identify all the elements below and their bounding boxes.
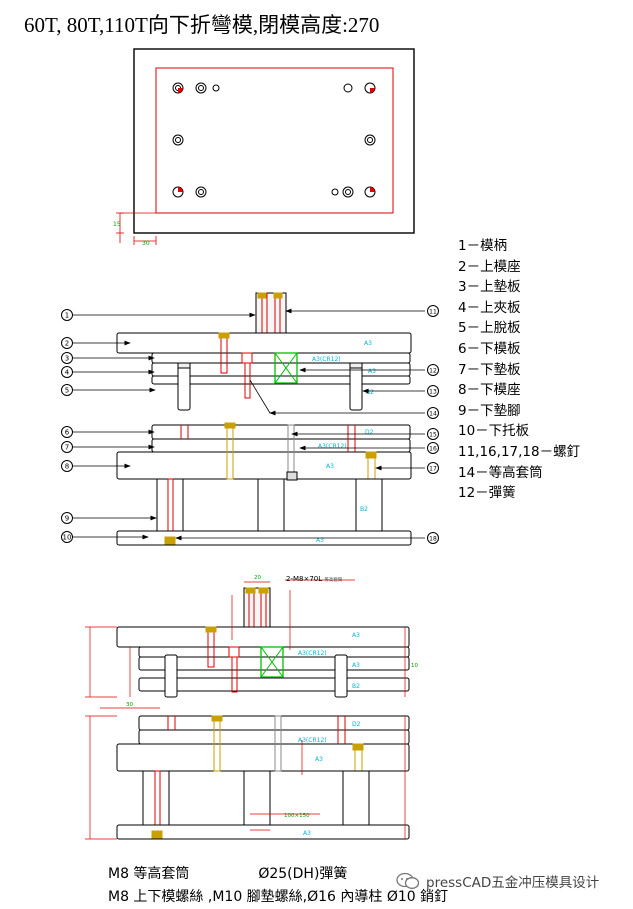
lower-backing-plate [151,438,411,453]
plan-dim-30: 30 [142,240,150,247]
legend-item: 4－上夾板 [458,299,521,316]
legend-item: 12－彈簧 [458,485,516,502]
section-view-dimensioned: A3 A3(CR12) A3 B2 D2 A3(CR12) A3 A3 [116,587,410,840]
legend-item: 3－上墊板 [458,279,521,296]
dim-10-a: 10 [411,663,418,669]
balloon-13: 13 [427,385,439,397]
s2-a3cr12: A3(CR12) [298,650,327,657]
footer-line-1: M8 等高套筒 Ø25(DH)彈簧 [108,863,347,883]
svg-text:18: 18 [429,536,437,543]
legend-item: 10－下托板 [458,423,530,440]
svg-text:17: 17 [429,466,437,473]
s1-a3-top: A3 [364,340,372,347]
svg-text:12: 12 [429,368,437,375]
s2-a3-top: A3 [352,632,360,639]
stripper-plate [151,375,411,385]
balloon-15: 15 [427,428,439,440]
chat-bubble-icon [396,872,420,889]
dim-30: 30 [126,702,133,708]
s1-b2: B2 [366,389,374,396]
shank [255,292,287,334]
svg-text:1: 1 [65,312,69,320]
legend-item: 14－等高套筒 [458,464,543,481]
footer-m8-sleeve: M8 等高套筒 [108,866,190,882]
svg-text:14: 14 [429,411,437,418]
svg-text:6: 6 [65,429,70,437]
svg-text:11: 11 [429,309,437,316]
balloon-9: 9 [61,512,73,524]
balloon-17: 17 [427,462,439,474]
footer-spring: Ø25(DH)彈簧 [258,866,348,882]
balloon-11: 11 [427,305,439,317]
svg-text:8: 8 [65,463,69,471]
s1-a3-low: A3 [326,463,334,470]
s1-d2: D2 [365,429,374,436]
s1-a3cr12: A3(CR12) [312,356,341,363]
balloon-6: 6 [61,426,73,438]
s2-a3-low: A3 [315,756,323,763]
svg-text:15: 15 [429,432,437,439]
parts-legend: 1－模柄 2－上模座 3－上墊板 4－上夾板 5－上脫板 6－下模板 7－下墊板… [458,236,633,504]
plan-red-pins [178,88,375,192]
balloon-18: 18 [427,532,439,544]
svg-text:5: 5 [65,387,69,395]
balloon-7: 7 [61,441,73,453]
legend-item: 11,16,17,18－螺釘 [458,443,581,460]
callout-m8: 2-M8×70L 等高套筒 [286,575,343,583]
s1-b2-leg: B2 [360,506,368,513]
legend-item: 7－下墊板 [458,361,521,378]
svg-text:2: 2 [65,340,69,348]
balloon-2: 2 [61,337,73,349]
plan-view: 15 30 [113,48,415,247]
footer-line-2: M8 上下模螺絲 ,M10 腳墊螺絲,Ø16 內導柱 Ø10 銷釘 [108,889,449,905]
balloons: 1 2 3 4 5 6 7 8 9 10 11 12 13 14 15 16 1… [61,305,439,544]
s1-a3-mid: A3 [368,368,376,375]
leg-mid [257,478,285,532]
svg-text:7: 7 [65,444,69,452]
plan-dim-15: 15 [113,221,121,228]
dim-100x150: 100×150 [284,813,310,819]
s1-a3cr12-b: A3(CR12) [318,443,347,450]
svg-text:3: 3 [65,355,69,363]
leg-right [355,478,383,532]
balloon-4: 4 [61,366,73,378]
s2-d2: D2 [352,721,361,728]
legend-item: 5－上脫板 [458,320,521,337]
legend-item: 8－下模座 [458,382,521,399]
balloon-1: 1 [61,309,73,321]
leg-left [156,478,184,532]
plan-inner-outline [155,67,394,214]
balloon-8: 8 [61,460,73,472]
legend-item: 1－模柄 [458,238,508,254]
s2-b2: B2 [352,683,360,690]
s2-a3cr12-b: A3(CR12) [298,737,327,744]
legend-item: 9－下墊腳 [458,402,521,419]
svg-text:13: 13 [429,389,437,396]
drawing-title: 60T, 80T,110T向下折彎模,閉模高度:270 [24,13,380,37]
balloon-16: 16 [427,442,439,454]
svg-text:4: 4 [65,369,70,377]
svg-text:9: 9 [65,515,69,523]
balloon-10: 10 [61,531,73,543]
section-view-ballooned: A3 A3(CR12) A3 B2 D2 A3(CR12) A3 B2 A3 [116,292,412,546]
balloon-12: 12 [427,364,439,376]
spring-12 [274,352,298,384]
balloon-3: 3 [61,352,73,364]
svg-text:16: 16 [429,446,437,453]
balloon-14: 14 [427,407,439,419]
dim-20: 20 [254,575,261,581]
watermark: pressCAD五金冲压模具设计 [396,871,599,891]
legend-item: 2－上模座 [458,258,521,275]
s2-a3-base: A3 [303,830,311,837]
s2-a3-mid: A3 [352,662,360,669]
dimension-lines [85,579,406,840]
s1-a3-base: A3 [316,537,324,544]
watermark-text: pressCAD五金冲压模具设计 [426,875,600,891]
balloon-5: 5 [61,384,73,396]
legend-item: 6－下模板 [458,340,521,357]
svg-text:10: 10 [63,534,72,542]
